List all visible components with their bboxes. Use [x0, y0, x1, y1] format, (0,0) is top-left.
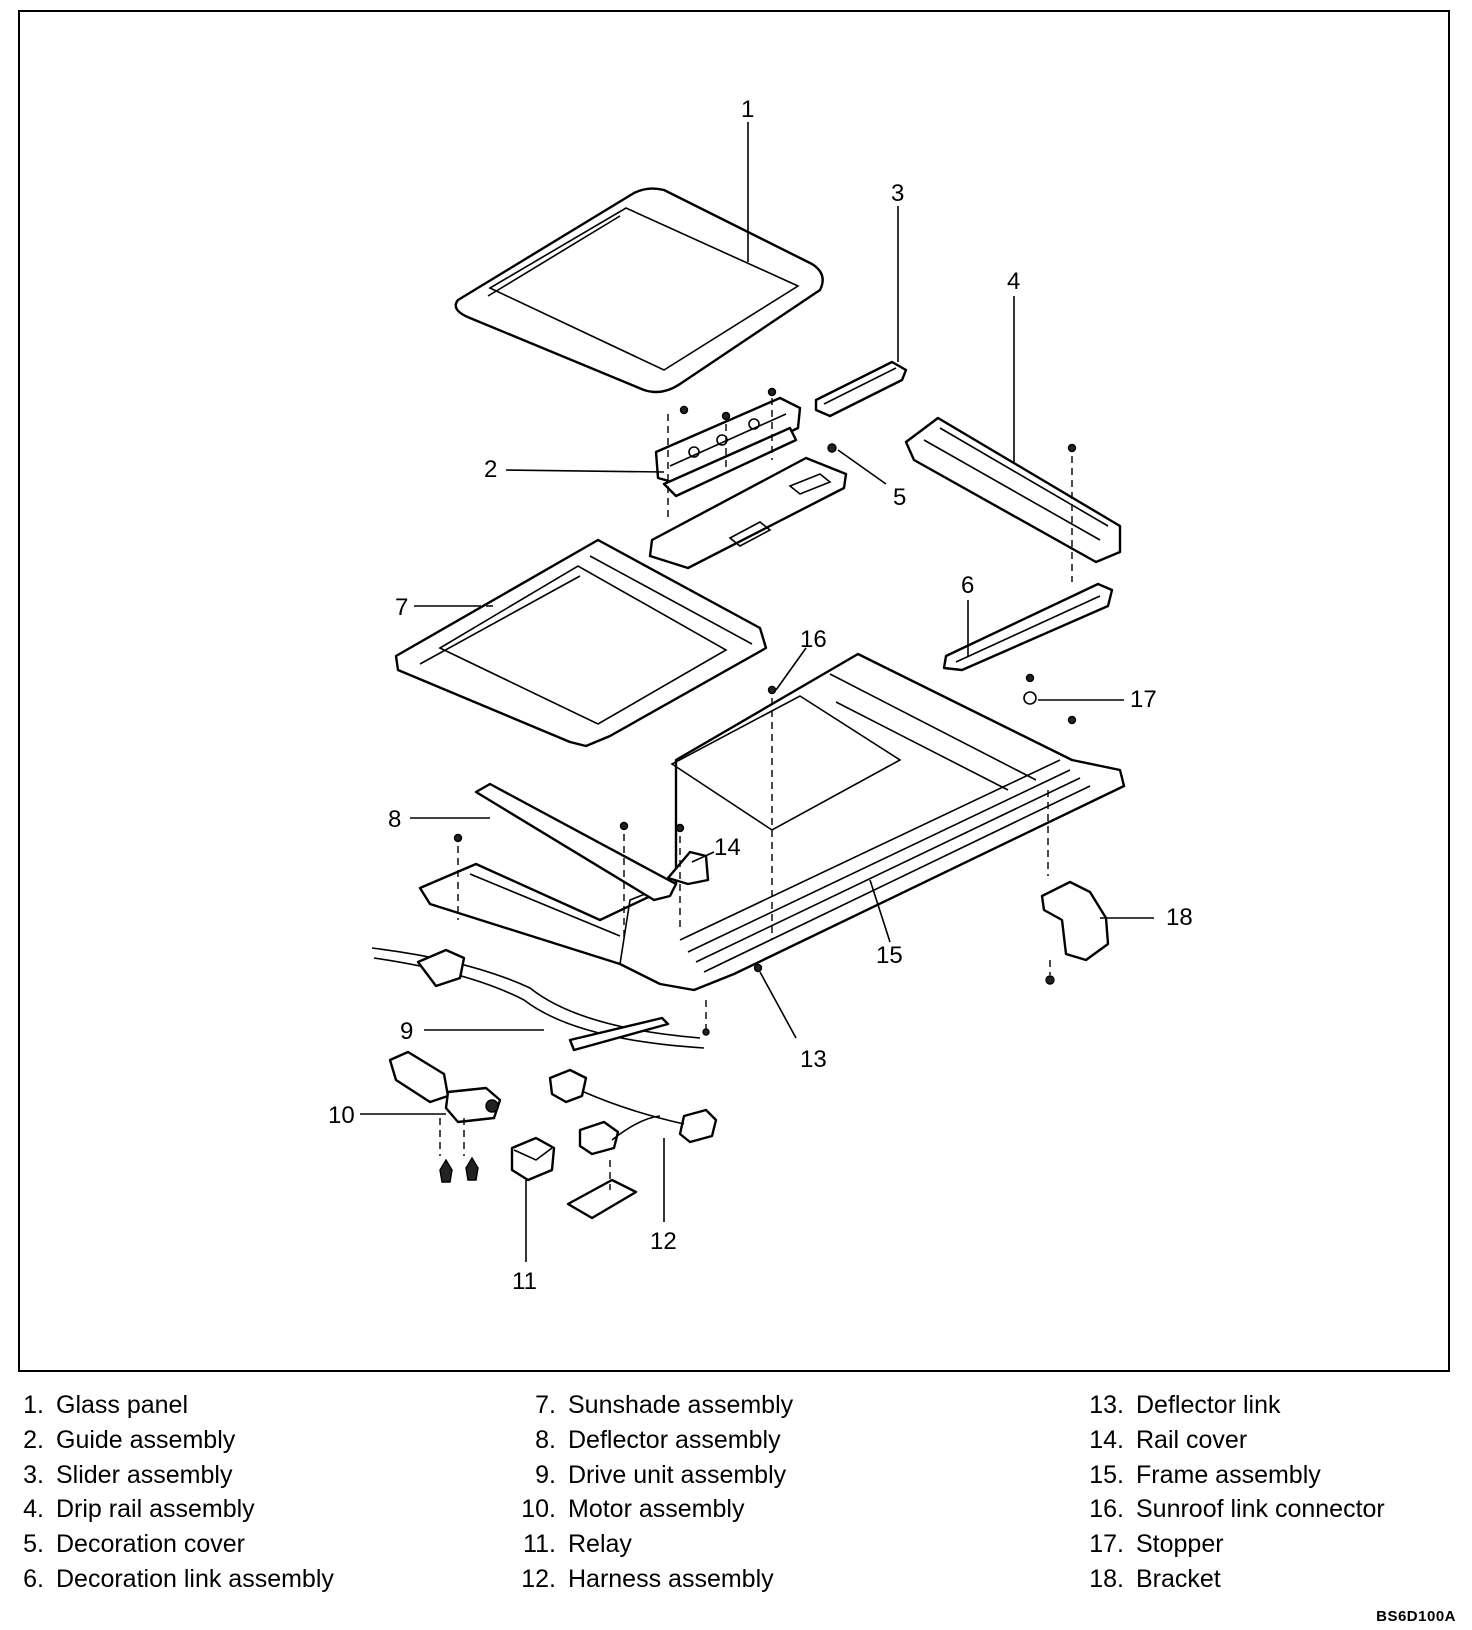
- glass-panel-drawing: [454, 187, 824, 394]
- callout-15: 15: [876, 942, 903, 969]
- callout-13: 13: [800, 1046, 827, 1073]
- legend-item: 2.Guide assembly: [23, 1425, 236, 1454]
- relay-drawing: [510, 1136, 556, 1182]
- callout-6: 6: [961, 572, 975, 599]
- callout-17: 17: [1130, 686, 1157, 713]
- callout-1: 1: [741, 96, 755, 123]
- legend-item: 7.Sunshade assembly: [535, 1391, 794, 1419]
- legend-item: 12.Harness assembly: [521, 1564, 774, 1593]
- figure-code: BS6D100A: [1376, 1608, 1456, 1625]
- callout-9: 9: [400, 1018, 414, 1045]
- callout-14: 14: [714, 834, 741, 861]
- callout-16: 16: [800, 626, 827, 653]
- callout-5: 5: [893, 484, 907, 511]
- leader-lines: [360, 122, 1154, 1262]
- legend-item: 3.Slider assembly: [23, 1460, 233, 1489]
- legend-item: 1.Glass panel: [23, 1391, 189, 1419]
- callout-8: 8: [388, 806, 402, 833]
- legend-item: 16.Sunroof link connector: [1089, 1495, 1385, 1524]
- callout-12: 12: [650, 1228, 677, 1255]
- motor-assembly-drawing: [388, 1050, 502, 1183]
- drive-unit-assembly-drawing: [371, 947, 705, 1052]
- slider-assembly-drawing: [814, 360, 908, 418]
- drip-rail-assembly-drawing: [904, 416, 1122, 564]
- alignment-lines: [439, 398, 1073, 1190]
- legend-item: 17.Stopper: [1089, 1530, 1224, 1559]
- callout-7: 7: [395, 594, 409, 621]
- legend-item: 9.Drive unit assembly: [535, 1460, 787, 1489]
- legend-column-3: 13.Deflector link 14.Rail cover 15.Frame…: [1082, 1388, 1385, 1597]
- legend-item: 6.Decoration link assembly: [23, 1564, 334, 1593]
- sunshade-assembly-drawing: [394, 538, 768, 748]
- harness-assembly-drawing: [548, 1068, 718, 1220]
- decoration-link-assembly-drawing: [942, 582, 1114, 672]
- callout-10: 10: [328, 1102, 355, 1129]
- decoration-cover-drawing: [648, 456, 848, 570]
- callout-3: 3: [891, 180, 905, 207]
- legend-item: 4.Drip rail assembly: [23, 1495, 255, 1524]
- callout-4: 4: [1007, 268, 1021, 295]
- callout-18: 18: [1166, 904, 1193, 931]
- legend-item: 5.Decoration cover: [23, 1530, 245, 1559]
- legend-column-1: 1.Glass panel 2.Guide assembly 3.Slider …: [14, 1388, 334, 1597]
- legend-item: 13.Deflector link: [1089, 1391, 1281, 1419]
- legend-item: 10.Motor assembly: [521, 1495, 745, 1524]
- legend-item: 18.Bracket: [1089, 1564, 1221, 1593]
- legend-item: 14.Rail cover: [1089, 1425, 1248, 1454]
- diagram-frame: [18, 10, 1450, 1372]
- legend-item: 11.Relay: [523, 1530, 632, 1559]
- guide-assembly-drawing: [654, 396, 802, 498]
- legend-column-2: 7.Sunshade assembly 8.Deflector assembly…: [514, 1388, 793, 1597]
- callout-11: 11: [512, 1268, 537, 1295]
- legend-item: 8.Deflector assembly: [535, 1425, 781, 1454]
- bracket-drawing: [1040, 880, 1110, 962]
- legend-item: 15.Frame assembly: [1089, 1460, 1321, 1489]
- fasteners: [453, 387, 1077, 1036]
- callout-2: 2: [484, 456, 498, 483]
